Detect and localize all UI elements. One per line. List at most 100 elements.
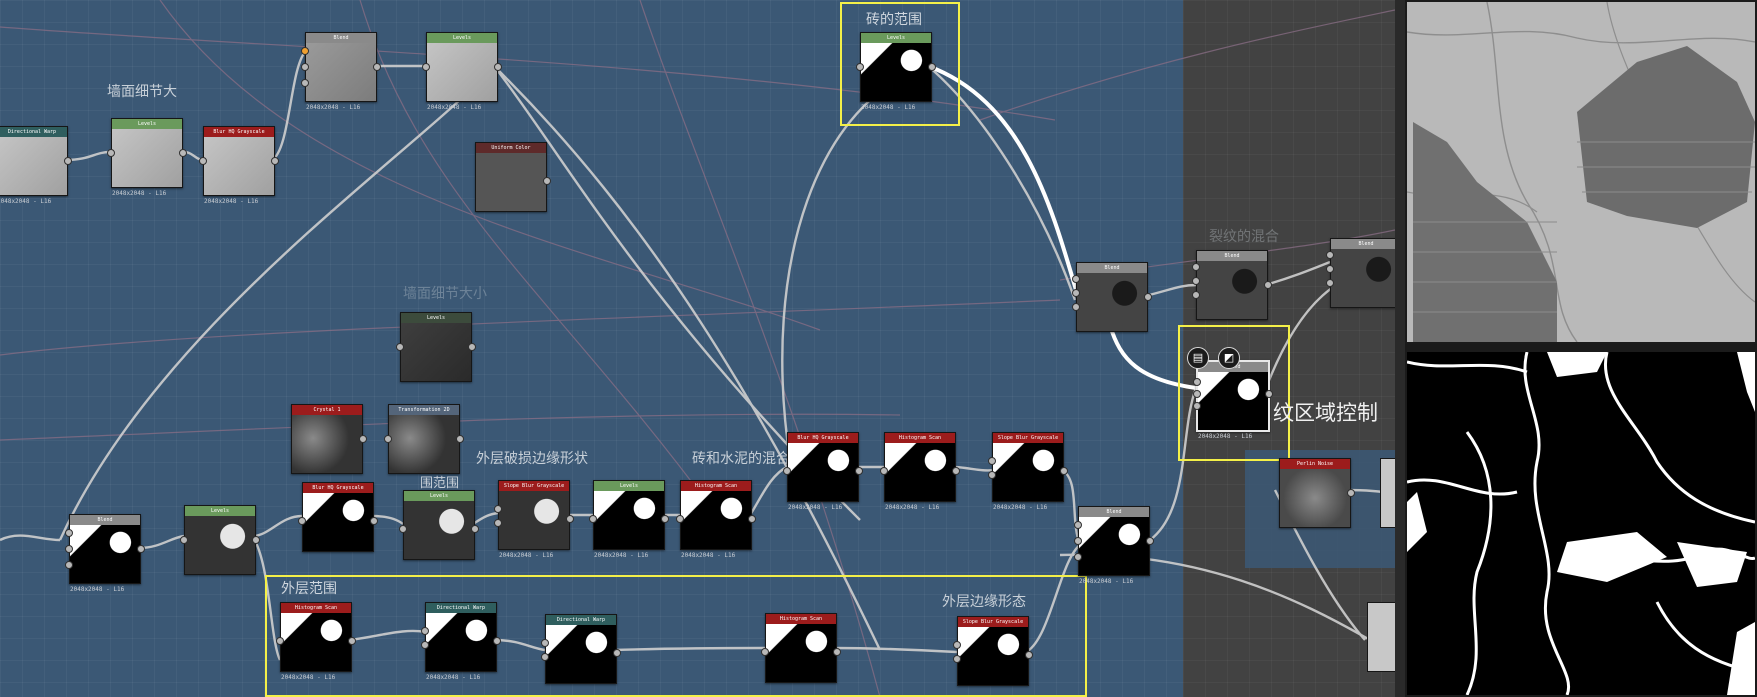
output-port[interactable] <box>271 157 279 165</box>
panel-divider[interactable] <box>1395 0 1405 697</box>
input-port[interactable] <box>301 47 309 55</box>
node-levels-1[interactable]: Levels 2048x2048 - L16 <box>107 118 187 197</box>
node-slope-blur-2[interactable]: Slope Blur Grayscale 2048x2048 - L16 <box>988 432 1068 511</box>
output-port[interactable] <box>1347 489 1355 497</box>
input-port[interactable] <box>421 627 429 635</box>
input-port[interactable] <box>1074 553 1082 561</box>
output-port[interactable] <box>493 637 501 645</box>
node-levels-left[interactable]: Levels <box>180 505 260 575</box>
input-port[interactable] <box>298 517 306 525</box>
input-port[interactable] <box>276 637 284 645</box>
output-port[interactable] <box>1264 281 1272 289</box>
output-port[interactable] <box>566 515 574 523</box>
output-port[interactable] <box>1144 293 1152 301</box>
input-port[interactable] <box>541 653 549 661</box>
2d-view-material-preview[interactable] <box>1405 0 1757 344</box>
output-port[interactable] <box>1025 651 1033 659</box>
input-port[interactable] <box>1326 251 1334 259</box>
node-blend-left[interactable]: Blend 2048x2048 - L16 <box>65 514 145 593</box>
output-port[interactable] <box>1060 467 1068 475</box>
node-levels-brick[interactable]: Levels 2048x2048 - L16 <box>856 32 936 111</box>
input-port[interactable] <box>953 655 961 663</box>
node-histogram-scan-1[interactable]: Histogram Scan 2048x2048 - L16 <box>676 480 756 559</box>
input-port[interactable] <box>1072 275 1080 283</box>
input-port[interactable] <box>1074 521 1082 529</box>
input-port[interactable] <box>1072 289 1080 297</box>
node-directional-warp-1[interactable]: Directional Warp 2048x2048 - L16 <box>0 126 72 205</box>
input-port[interactable] <box>180 536 188 544</box>
input-port[interactable] <box>1192 291 1200 299</box>
node-histogram-scan-4[interactable]: Histogram Scan <box>761 613 841 683</box>
input-port[interactable] <box>65 545 73 553</box>
input-port[interactable] <box>1193 378 1201 386</box>
output-port[interactable] <box>370 517 378 525</box>
input-port[interactable] <box>761 648 769 656</box>
node-perlin-noise[interactable]: Perlin Noise <box>1279 458 1355 528</box>
output-port[interactable] <box>179 149 187 157</box>
output-port[interactable] <box>952 467 960 475</box>
checker-icon[interactable]: ◩ <box>1218 347 1240 369</box>
output-port[interactable] <box>833 648 841 656</box>
output-port[interactable] <box>359 435 367 443</box>
input-port[interactable] <box>301 63 309 71</box>
input-port[interactable] <box>1074 537 1082 545</box>
output-port[interactable] <box>661 515 669 523</box>
output-port[interactable] <box>348 637 356 645</box>
input-port[interactable] <box>1326 265 1334 273</box>
input-port[interactable] <box>541 639 549 647</box>
2d-view-mask-preview[interactable] <box>1405 350 1757 697</box>
input-port[interactable] <box>1192 263 1200 271</box>
node-levels-mid[interactable]: Levels <box>399 490 479 560</box>
input-port[interactable] <box>494 519 502 527</box>
input-port[interactable] <box>856 63 864 71</box>
node-histogram-scan-2[interactable]: Histogram Scan 2048x2048 - L16 <box>880 432 960 511</box>
output-port[interactable] <box>456 435 464 443</box>
document-icon[interactable]: ▤ <box>1187 347 1209 369</box>
node-levels-mid2[interactable]: Levels 2048x2048 - L16 <box>589 480 669 559</box>
node-directional-warp-3[interactable]: Directional Warp <box>541 614 621 684</box>
output-port[interactable] <box>373 63 381 71</box>
output-port[interactable] <box>64 157 72 165</box>
frame-outer-range[interactable] <box>265 575 1087 697</box>
node-blend-bottom[interactable]: Blend 2048x2048 - L16 <box>1074 506 1154 585</box>
input-port[interactable] <box>1193 402 1201 410</box>
input-port[interactable] <box>422 63 430 71</box>
output-port[interactable] <box>613 649 621 657</box>
input-port[interactable] <box>384 435 392 443</box>
input-port[interactable] <box>65 561 73 569</box>
output-port[interactable] <box>1146 537 1154 545</box>
input-port[interactable] <box>1072 303 1080 311</box>
node-blend-selected[interactable]: Blend 2048x2048 - L16 <box>1193 360 1273 440</box>
node-crystal-1[interactable]: Crystal 1 <box>291 404 367 474</box>
output-port[interactable] <box>928 63 936 71</box>
input-port[interactable] <box>396 343 404 351</box>
output-port[interactable] <box>748 515 756 523</box>
output-port[interactable] <box>468 343 476 351</box>
node-partial-right[interactable] <box>1380 458 1395 528</box>
output-port[interactable] <box>137 545 145 553</box>
output-port[interactable] <box>471 525 479 533</box>
input-port[interactable] <box>1193 390 1201 398</box>
input-port[interactable] <box>953 641 961 649</box>
input-port[interactable] <box>1326 279 1334 287</box>
input-port[interactable] <box>676 515 684 523</box>
node-uniform-color[interactable]: Uniform Color <box>475 142 551 212</box>
input-port[interactable] <box>65 529 73 537</box>
node-slope-blur-3[interactable]: Slope Blur Grayscale <box>953 616 1033 686</box>
input-port[interactable] <box>399 525 407 533</box>
node-slope-blur-1[interactable]: Slope Blur Grayscale 2048x2048 - L16 <box>494 480 574 559</box>
node-directional-warp-2[interactable]: Directional Warp 2048x2048 - L16 <box>421 602 501 681</box>
node-levels-dark[interactable]: Levels <box>396 312 476 382</box>
node-blend-right[interactable]: Blend <box>1192 250 1272 320</box>
input-port[interactable] <box>199 157 207 165</box>
output-port[interactable] <box>494 63 502 71</box>
input-port[interactable] <box>421 641 429 649</box>
output-port[interactable] <box>855 467 863 475</box>
input-port[interactable] <box>1192 277 1200 285</box>
output-port[interactable] <box>252 536 260 544</box>
node-blend-crack[interactable]: Blend <box>1072 262 1152 332</box>
node-histogram-scan-3[interactable]: Histogram Scan 2048x2048 - L16 <box>276 602 356 681</box>
input-port[interactable] <box>589 515 597 523</box>
node-blur-hq-3[interactable]: Blur HQ Grayscale 2048x2048 - L16 <box>783 432 863 511</box>
input-port[interactable] <box>988 457 996 465</box>
